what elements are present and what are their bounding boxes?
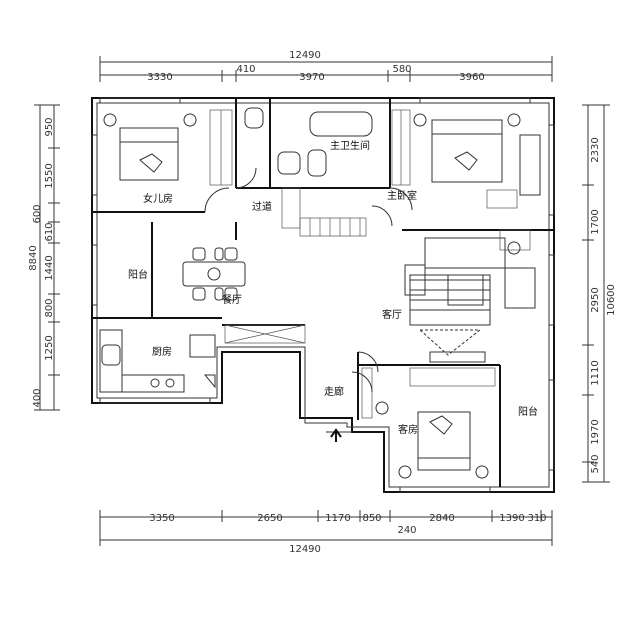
bottom-dim-4: 850: [362, 513, 381, 524]
doors: [204, 167, 413, 433]
bottom-dim-5: 2840: [429, 513, 454, 524]
master-bedroom-bed: [413, 113, 541, 196]
right-dim-6: 540: [590, 454, 601, 473]
left-dim-2: 1550: [44, 163, 55, 188]
kitchen-counter: [99, 329, 216, 393]
bottom-dim-3: 1170: [325, 513, 350, 524]
bottom-dim-6: 1390: [499, 513, 524, 524]
right-dim-2: 1700: [590, 209, 601, 234]
right-dimensions: 2330 1700 2950 10600 1110 1970 540: [582, 104, 617, 483]
label-guest-room: 客房: [398, 423, 418, 436]
wardrobes: [209, 109, 531, 419]
bottom-dim-1: 3350: [149, 513, 174, 524]
label-corridor: 过道: [252, 200, 272, 213]
right-dim-4: 1110: [590, 360, 601, 385]
bottom-dim-7: 310: [527, 513, 546, 524]
label-living: 客厅: [382, 308, 402, 321]
label-balcony-west: 阳台: [128, 268, 148, 281]
top-dim-1: 3330: [147, 72, 172, 83]
right-total-dim: 10600: [606, 284, 617, 316]
left-dimensions: 8840 950 1550 600 610 1440 800 1250 400: [28, 104, 60, 411]
windows: [91, 97, 555, 493]
label-balcony-south: 阳台: [518, 405, 538, 418]
label-hallway: 走廊: [324, 385, 344, 398]
bottom-extra-dim: 240: [397, 525, 416, 536]
right-dim-3: 2950: [590, 287, 601, 312]
left-dim-3: 600: [32, 204, 43, 223]
top-total-dim: 12490: [289, 50, 321, 61]
interior-walls: [92, 98, 554, 487]
room-labels: 女儿房 主卫生间 主卧室 过道 阳台 餐厅 客厅 厨房 走廊 客房 阳台: [128, 139, 538, 436]
left-dim-4: 610: [44, 222, 55, 241]
top-dimensions: 12490 3330 410 3970 580 3960: [99, 50, 553, 83]
bottom-dim-2: 2650: [257, 513, 282, 524]
outer-walls: [91, 97, 555, 493]
right-dim-1: 2330: [590, 137, 601, 162]
top-dim-3: 3970: [299, 72, 324, 83]
daughter-room-bed: [103, 113, 197, 181]
top-dim-2: 410: [236, 64, 255, 75]
entrance-arrow-icon: [330, 428, 342, 442]
top-dim-5: 3960: [459, 72, 484, 83]
living-room-furniture: [404, 237, 536, 363]
left-total-dim: 8840: [28, 245, 39, 270]
left-dim-1: 950: [44, 117, 55, 136]
label-kitchen: 厨房: [152, 345, 172, 358]
label-dining: 餐厅: [222, 293, 242, 306]
left-dim-7: 1250: [44, 335, 55, 360]
left-dim-6: 800: [44, 298, 55, 317]
bottom-dimensions: 3350 2650 1170 850 2840 1390 310 240 124…: [99, 510, 553, 555]
dining-table: [182, 247, 246, 301]
left-dim-8: 400: [32, 388, 43, 407]
bottom-total-dim: 12490: [289, 544, 321, 555]
guest-room-bed: [375, 401, 489, 479]
right-dim-5: 1970: [590, 419, 601, 444]
label-master-bath: 主卫生间: [330, 139, 370, 152]
top-dim-4: 580: [392, 64, 411, 75]
label-daughter-room: 女儿房: [143, 192, 173, 205]
master-bath-fixtures: [244, 107, 373, 177]
label-master-bedroom: 主卧室: [387, 189, 417, 202]
left-dim-5: 1440: [44, 255, 55, 280]
